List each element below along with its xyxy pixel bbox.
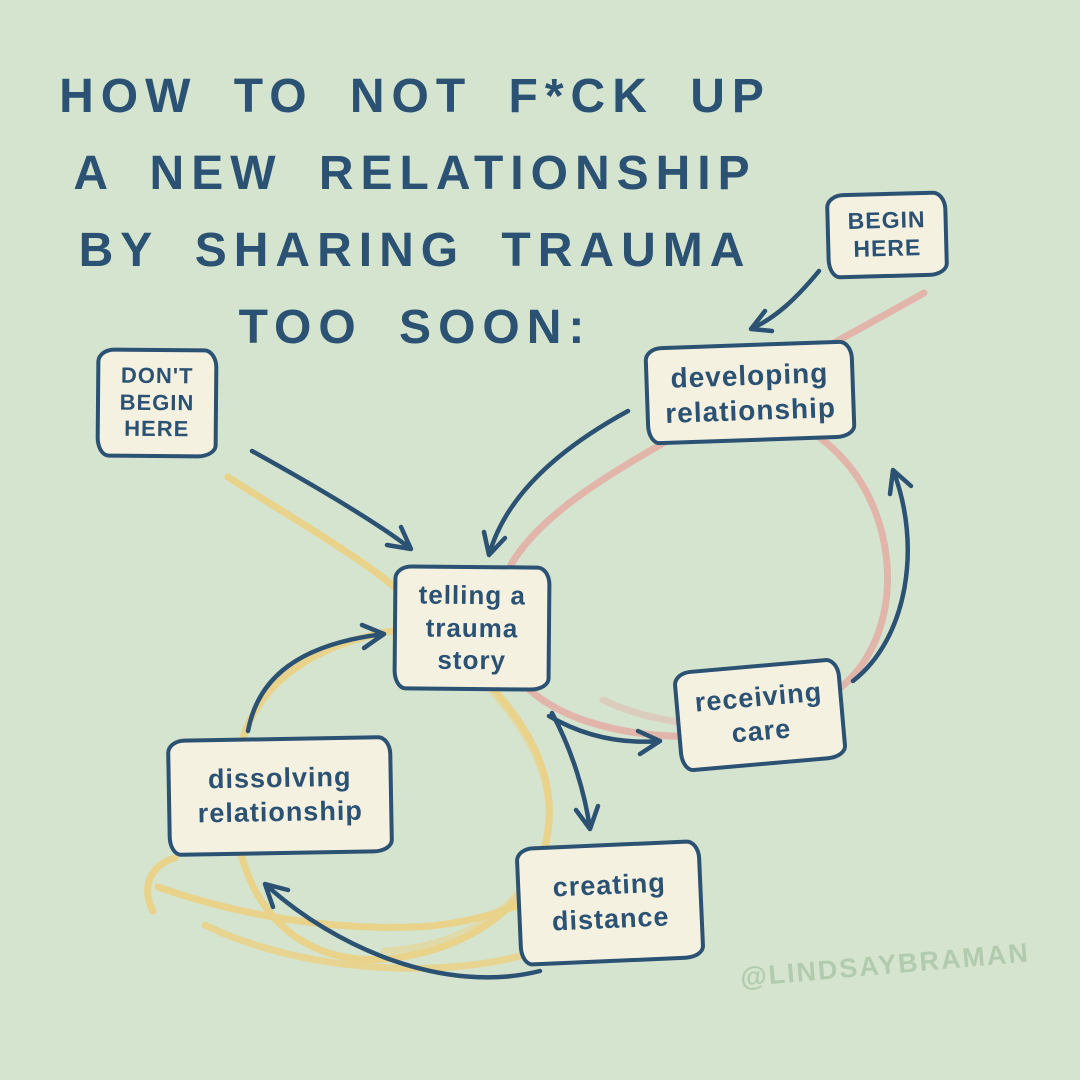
node-developing-relationship: developing relationship: [643, 339, 857, 446]
node-developing-relationship-label: developing relationship: [664, 356, 837, 429]
arrow-receiving-to-developing: [850, 467, 914, 684]
arrow-developing-to-telling: [481, 408, 631, 558]
node-dissolving-relationship: dissolving relationship: [165, 735, 395, 857]
dont-begin-here-badge: DON'T BEGIN HERE: [95, 347, 219, 459]
arrow-telling-to-creating: [549, 710, 601, 832]
begin-here-badge: BEGIN HERE: [824, 190, 950, 280]
arrow-telling-to-receiving: [546, 713, 663, 757]
yellow-swoosh-upper: [154, 883, 539, 931]
arrow-dontbegin-to-telling: [249, 448, 414, 552]
node-receiving-care: receiving care: [671, 656, 849, 774]
yellow-tail-curl: [144, 854, 179, 915]
node-dissolving-relationship-label: dissolving relationship: [197, 762, 364, 829]
arrow-dissolving-to-telling: [245, 622, 387, 734]
arrow-creating-to-dissolving: [262, 881, 543, 980]
arrow-begin-to-developing: [748, 268, 822, 334]
dont-begin-here-label: DON'T BEGIN HERE: [119, 363, 195, 442]
begin-here-label: BEGIN HERE: [847, 206, 926, 262]
node-creating-distance: creating distance: [514, 839, 706, 967]
node-creating-distance-label: creating distance: [551, 867, 671, 937]
yellow-swoosh-lower: [201, 921, 547, 972]
node-telling-a-trauma-story: telling a trauma story: [392, 564, 552, 692]
node-telling-a-trauma-story-label: telling a trauma story: [418, 579, 527, 676]
poster-title: HOW TO NOT F*CK UP A NEW RELATIONSHIP BY…: [59, 70, 771, 354]
node-receiving-care-label: receiving care: [693, 676, 824, 749]
